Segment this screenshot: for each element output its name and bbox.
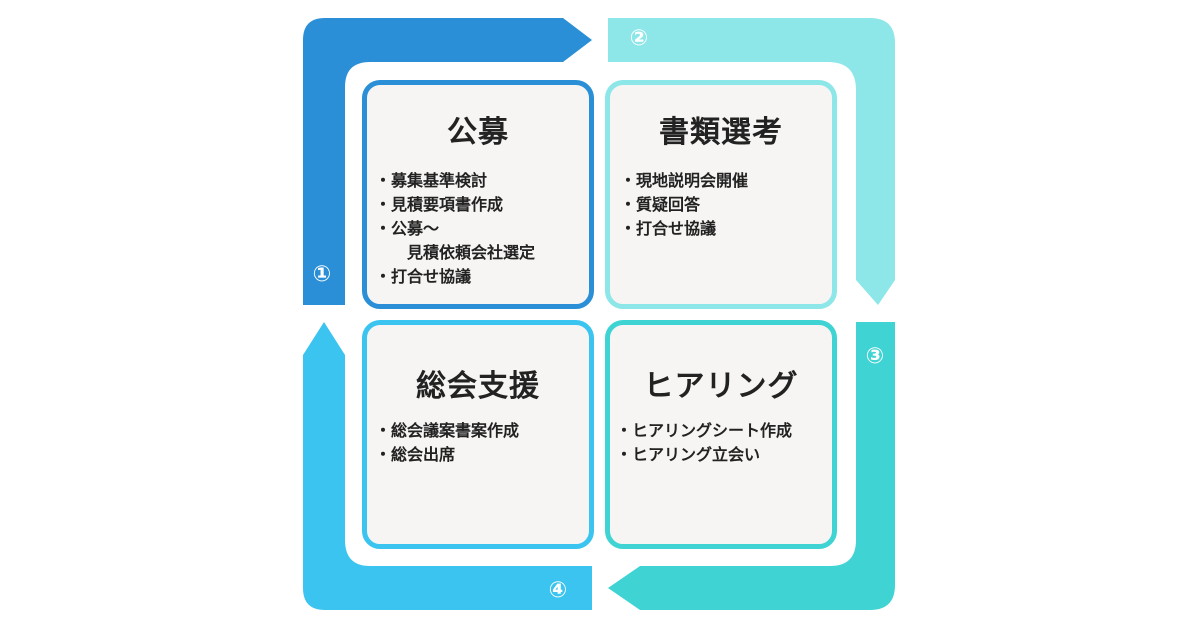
step-number-2: ② (629, 26, 649, 51)
step-number-4: ④ (548, 578, 568, 603)
list-item: ・公募～ (375, 219, 440, 238)
card-item-list: ・総会議案書案作成 ・総会出席 (375, 419, 519, 467)
card-title: 総会支援 (416, 369, 540, 404)
list-item: ・ヒアリングシート作成 (616, 421, 793, 440)
arrow-step-3 (608, 322, 895, 610)
card-title: 書類選考 (659, 115, 783, 150)
card-hearing: ヒアリング ・ヒアリングシート作成 ・ヒアリング立会い (605, 320, 837, 549)
card-title: ヒアリング (643, 369, 799, 404)
card-item-list: ・現地説明会開催 ・質疑回答 ・打合せ協議 (620, 169, 748, 241)
card-koubo: 公募 ・募集基準検討 ・見積要項書作成 ・公募～ 見積依頼会社選定 ・打合せ協議 (362, 80, 594, 309)
list-item: ・打合せ協議 (620, 219, 717, 238)
list-item: ・打合せ協議 (375, 267, 472, 286)
step-number-3: ③ (865, 344, 885, 369)
list-item: ・現地説明会開催 (620, 171, 749, 190)
list-item: ・ヒアリング立会い (616, 445, 761, 464)
card-item-list: ・募集基準検討 ・見積要項書作成 ・公募～ 見積依頼会社選定 ・打合せ協議 (375, 169, 535, 289)
arrow-step-1 (303, 18, 592, 305)
list-item: ・見積要項書作成 (375, 195, 504, 214)
list-item: 見積依頼会社選定 (375, 243, 536, 262)
card-item-list: ・ヒアリングシート作成 ・ヒアリング立会い (616, 419, 792, 467)
card-soukai-shien: 総会支援 ・総会議案書案作成 ・総会出席 (362, 320, 594, 549)
list-item: ・募集基準検討 (375, 171, 488, 190)
arrow-step-2 (608, 18, 895, 305)
card-shorui-senkou: 書類選考 ・現地説明会開催 ・質疑回答 ・打合せ協議 (605, 80, 837, 309)
arrow-step-4 (303, 322, 592, 610)
list-item: ・質疑回答 (620, 195, 701, 214)
list-item: ・総会出席 (375, 445, 456, 464)
step-number-1: ① (312, 262, 332, 287)
list-item: ・総会議案書案作成 (375, 421, 520, 440)
card-title: 公募 (447, 115, 509, 150)
